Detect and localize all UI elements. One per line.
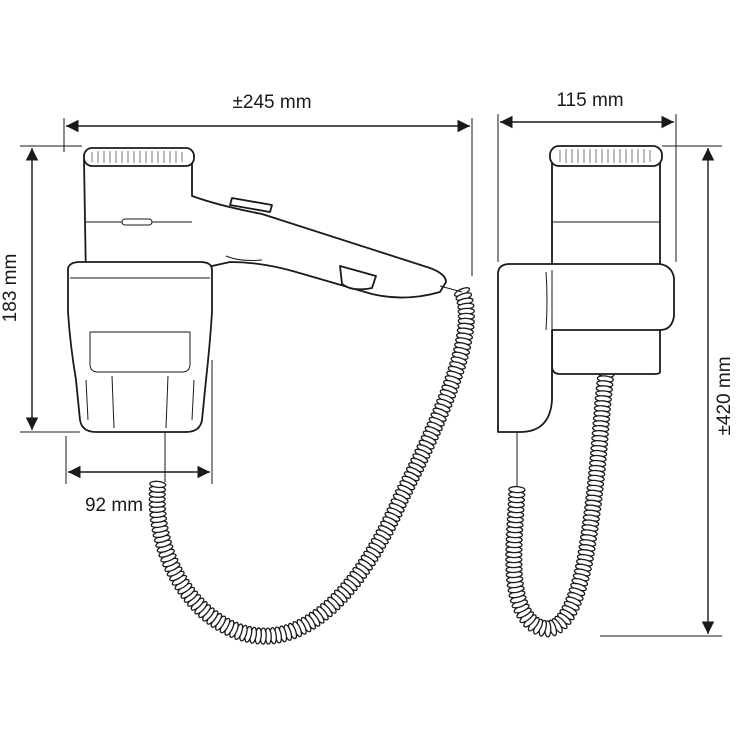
- front-dryer-nozzle: [83, 147, 195, 167]
- front-wall-holder: [67, 261, 213, 433]
- front-holder-window: [89, 331, 191, 373]
- side-nozzle-grille: [559, 149, 651, 163]
- front-holder-panel: [85, 375, 195, 429]
- front-coiled-cord: [148, 287, 476, 645]
- side-dryer-nozzle: [549, 145, 663, 167]
- side-depth-label: 115 mm: [556, 90, 623, 111]
- front-dryer-switch: [121, 218, 153, 226]
- holder-width-label: 92 mm: [85, 495, 143, 516]
- front-nozzle-grille: [91, 151, 183, 163]
- front-handle-under: [225, 255, 263, 261]
- side-view: [497, 145, 675, 638]
- front-handle-grip: [339, 265, 377, 291]
- cord-coil-loop: [149, 480, 167, 489]
- side-wall-bracket: [497, 263, 675, 433]
- dryer-height-label: 183 mm: [0, 254, 21, 323]
- side-coiled-cord: [505, 370, 615, 638]
- front-cord-plug: [439, 285, 463, 293]
- dimension-annotations: ±245 mm 115 mm 183 mm 92 mm ±420 mm: [0, 90, 735, 637]
- cord-coil-loop: [508, 485, 526, 494]
- front-handle-button: [229, 197, 273, 213]
- total-length-label: ±245 mm: [232, 92, 311, 113]
- total-height-label: ±420 mm: [714, 356, 735, 435]
- side-bracket-edge: [545, 270, 553, 331]
- front-view: [67, 147, 476, 645]
